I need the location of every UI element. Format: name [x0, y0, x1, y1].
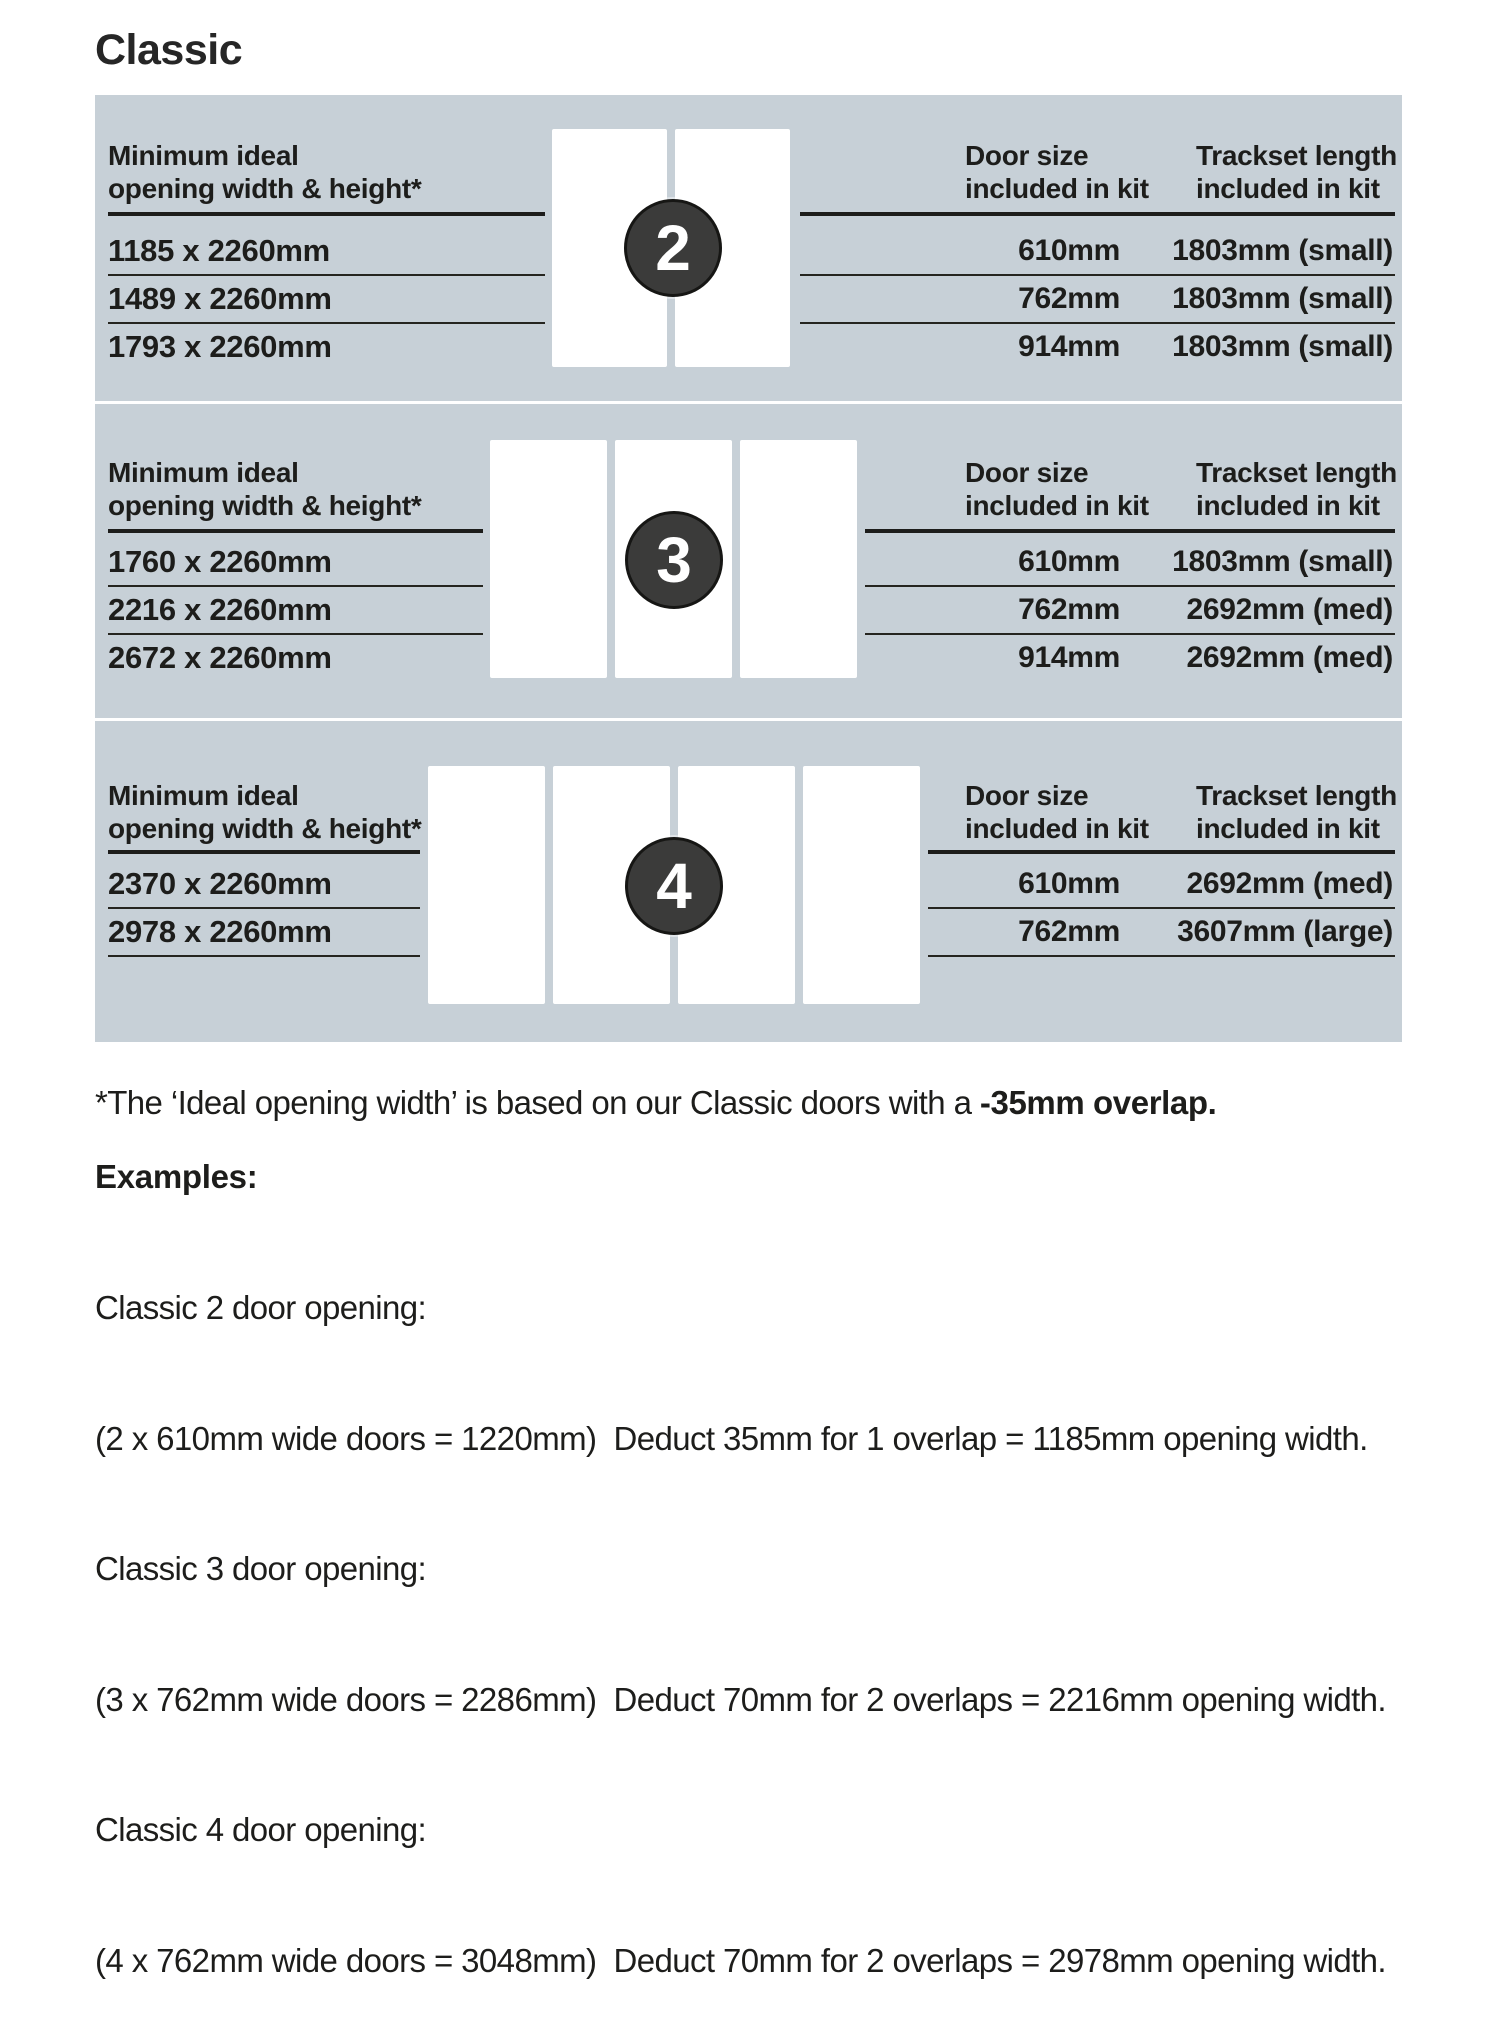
door-size-header-line1: Door size — [965, 140, 1089, 171]
header-rule — [928, 850, 1395, 854]
door-count-badge: 4 — [625, 837, 723, 935]
examples-heading: Examples: — [95, 1158, 258, 1195]
opening-header-line1: Minimum ideal — [108, 140, 299, 171]
trackset-value: 1803mm (small) — [1172, 545, 1393, 578]
kit-rows: 610mm 2692mm (med) 762mm 3607mm (large) — [928, 861, 1395, 957]
door-panel — [803, 766, 920, 1004]
header-rule — [108, 850, 420, 854]
table-row: 762mm 1803mm (small) — [800, 276, 1395, 324]
trackset-value: 3607mm (large) — [1177, 915, 1393, 948]
door-count-badge: 2 — [624, 199, 722, 297]
footnote-text: *The ‘Ideal opening width’ is based on o… — [95, 1084, 980, 1121]
kit-rows: 610mm 1803mm (small) 762mm 2692mm (med) … — [865, 539, 1395, 681]
door-size-header-line1: Door size — [965, 780, 1089, 811]
example-line: (3 x 762mm wide doors = 2286mm) Deduct 7… — [95, 1680, 1387, 1718]
examples-list: Classic 2 door opening: (2 x 610mm wide … — [95, 1199, 1387, 2026]
door-size-value: 914mm — [1018, 330, 1120, 363]
trackset-header-line2: included in kit — [1196, 173, 1380, 204]
kit-rows: 610mm 1803mm (small) 762mm 1803mm (small… — [800, 228, 1395, 370]
opening-header: Minimum ideal opening width & height* — [108, 139, 422, 205]
header-rule — [865, 529, 1395, 533]
door-panel — [428, 766, 545, 1004]
section-2-door: Minimum ideal opening width & height* 11… — [95, 95, 1402, 401]
trackset-value: 2692mm (med) — [1186, 867, 1394, 900]
opening-rows: 1760 x 2260mm 2216 x 2260mm 2672 x 2260m… — [108, 539, 483, 681]
table-row: 610mm 1803mm (small) — [800, 228, 1395, 276]
opening-rows: 2370 x 2260mm 2978 x 2260mm — [108, 861, 420, 957]
trackset-header-line2: included in kit — [1196, 813, 1380, 844]
table-row: 762mm 3607mm (large) — [928, 909, 1395, 957]
opening-header-line2: opening width & height* — [108, 490, 422, 521]
spec-panel: Minimum ideal opening width & height* 11… — [95, 95, 1402, 1042]
table-row: 1793 x 2260mm — [108, 329, 332, 364]
opening-rows: 1185 x 2260mm 1489 x 2260mm 1793 x 2260m… — [108, 228, 545, 370]
trackset-header-line1: Trackset length — [1196, 780, 1397, 811]
trackset-header: Trackset length included in kit — [1196, 456, 1397, 522]
opening-header-line2: opening width & height* — [108, 173, 422, 204]
door-size-header-line2: included in kit — [965, 490, 1149, 521]
trackset-header: Trackset length included in kit — [1196, 779, 1397, 845]
table-row: 610mm 1803mm (small) — [865, 539, 1395, 587]
header-rule — [108, 529, 483, 533]
door-size-header: Door size included in kit — [965, 779, 1149, 845]
table-row: 610mm 2692mm (med) — [928, 861, 1395, 909]
table-row: 914mm 2692mm (med) — [865, 635, 1395, 681]
door-size-value: 762mm — [1018, 593, 1120, 626]
example-line: (2 x 610mm wide doors = 1220mm) Deduct 3… — [95, 1419, 1368, 1457]
page-title: Classic — [95, 26, 243, 74]
table-row: 2672 x 2260mm — [108, 640, 332, 675]
door-diagram-4 — [428, 766, 920, 1004]
trackset-value: 2692mm (med) — [1186, 641, 1394, 674]
door-size-header: Door size included in kit — [965, 139, 1149, 205]
table-row: 762mm 2692mm (med) — [865, 587, 1395, 635]
door-size-value: 610mm — [1018, 867, 1120, 900]
door-size-value: 610mm — [1018, 234, 1120, 267]
trackset-value: 1803mm (small) — [1172, 282, 1393, 315]
opening-header: Minimum ideal opening width & height* — [108, 456, 422, 522]
trackset-header-line1: Trackset length — [1196, 140, 1397, 171]
footnote: *The ‘Ideal opening width’ is based on o… — [95, 1084, 1217, 1122]
table-row: 1185 x 2260mm — [108, 228, 545, 276]
door-count-badge: 3 — [625, 511, 723, 609]
example-line: (4 x 762mm wide doors = 3048mm) Deduct 7… — [95, 1941, 1387, 1979]
section-divider — [95, 401, 1402, 404]
door-panel — [740, 440, 857, 678]
trackset-value: 1803mm (small) — [1172, 330, 1393, 363]
trackset-value: 1803mm (small) — [1172, 234, 1393, 267]
section-divider — [95, 718, 1402, 721]
table-row: 2978 x 2260mm — [108, 909, 420, 957]
door-size-value: 914mm — [1018, 641, 1120, 674]
table-row: 2370 x 2260mm — [108, 861, 420, 909]
header-rule — [108, 212, 545, 216]
door-panel — [490, 440, 607, 678]
table-row: 1489 x 2260mm — [108, 276, 545, 324]
example-line: Classic 3 door opening: — [95, 1550, 427, 1587]
trackset-header-line2: included in kit — [1196, 490, 1380, 521]
opening-header-line1: Minimum ideal — [108, 780, 299, 811]
example-line: Classic 2 door opening: — [95, 1289, 427, 1326]
footnote-bold: -35mm overlap. — [979, 1084, 1217, 1121]
door-size-header-line2: included in kit — [965, 813, 1149, 844]
door-size-header: Door size included in kit — [965, 456, 1149, 522]
door-size-header-line1: Door size — [965, 457, 1089, 488]
door-size-value: 762mm — [1018, 915, 1120, 948]
table-row: 1760 x 2260mm — [108, 539, 483, 587]
header-rule — [800, 212, 1395, 216]
opening-header-line1: Minimum ideal — [108, 457, 299, 488]
door-size-value: 610mm — [1018, 545, 1120, 578]
trackset-header: Trackset length included in kit — [1196, 139, 1397, 205]
trackset-value: 2692mm (med) — [1186, 593, 1394, 626]
opening-header: Minimum ideal opening width & height* — [108, 779, 422, 845]
door-size-header-line2: included in kit — [965, 173, 1149, 204]
section-4-door: Minimum ideal opening width & height* 23… — [95, 721, 1402, 1042]
door-size-value: 762mm — [1018, 282, 1120, 315]
opening-header-line2: opening width & height* — [108, 813, 422, 844]
table-row: 914mm 1803mm (small) — [800, 324, 1395, 370]
trackset-header-line1: Trackset length — [1196, 457, 1397, 488]
example-line: Classic 4 door opening: — [95, 1811, 427, 1848]
table-row: 2216 x 2260mm — [108, 587, 483, 635]
section-3-door: Minimum ideal opening width & height* 17… — [95, 404, 1402, 718]
